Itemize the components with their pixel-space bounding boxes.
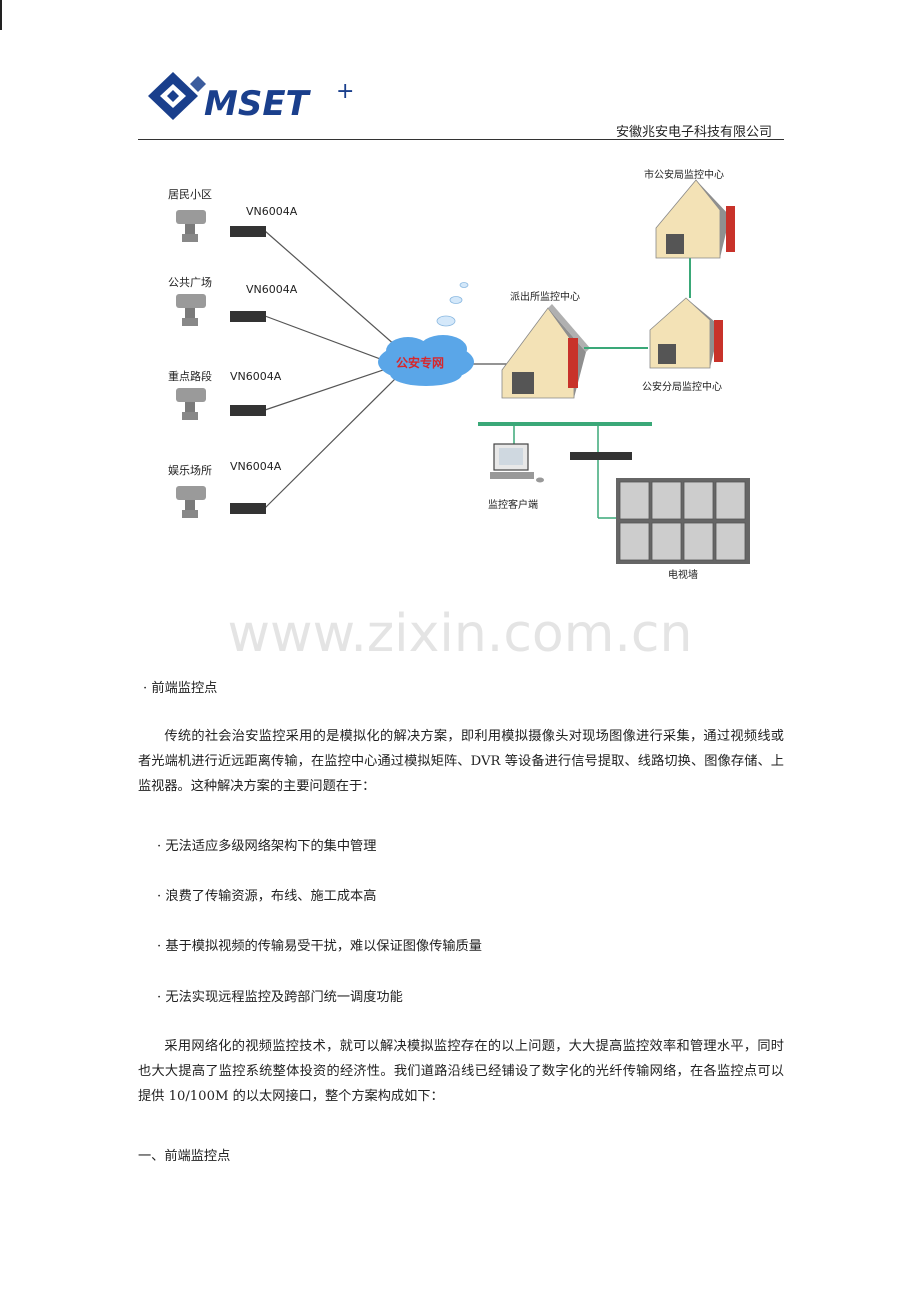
site-public-square: 公共广场 VN6004A [168, 275, 298, 326]
branch-bureau-center-label: 公安分局监控中心 [642, 380, 722, 393]
link-line [264, 369, 384, 411]
city-bureau-house-icon [655, 179, 735, 259]
device-label: VN6004A [230, 460, 282, 473]
site-label: 娱乐场所 [168, 463, 212, 477]
cloud-icon [378, 335, 474, 386]
section-bullet: · 前端监控点 [143, 681, 218, 696]
heading-front-end: 一、前端监控点 [138, 1149, 231, 1164]
mset-logo: MSET + [148, 72, 354, 124]
problem-item: · 基于模拟视频的传输易受干扰，难以保证图像传输质量 [157, 939, 482, 954]
paragraph-2: 采用网络化的视频监控技术，就可以解决模拟监控存在的以上问题，大大提高监控效率和管… [138, 1039, 784, 1104]
encoder-icon [230, 311, 266, 322]
network-diagram: 居民小区 VN6004A 公共广场 VN6004A 重点路段 VN6004A 娱… [138, 148, 784, 593]
camera-icon [176, 210, 206, 242]
site-label: 居民小区 [168, 188, 212, 201]
tv-wall-label: 电视墙 [668, 568, 698, 581]
diamond-logo-icon [148, 72, 206, 120]
computer-icon [490, 443, 544, 483]
bubble-icon [436, 282, 469, 327]
decoder-icon [570, 452, 632, 460]
branch-bureau-house-icon [649, 297, 723, 369]
logo-text: MSET [204, 84, 312, 124]
site-entertainment: 娱乐场所 VN6004A [168, 460, 282, 518]
problem-item: · 浪费了传输资源，布线、施工成本高 [157, 889, 377, 904]
site-label: 公共广场 [168, 275, 212, 289]
encoder-icon [230, 503, 266, 514]
police-station-house-icon [501, 304, 590, 399]
camera-icon [176, 294, 206, 326]
site-residential: 居民小区 VN6004A [168, 188, 298, 242]
page-corner-mark [0, 0, 2, 30]
city-bureau-center-label: 市公安局监控中心 [644, 168, 724, 181]
watermark: www.zixin.com.cn [227, 604, 693, 664]
encoder-icon [230, 405, 266, 416]
problem-item: · 无法适应多级网络架构下的集中管理 [157, 839, 377, 854]
encoder-icon [230, 226, 266, 237]
network-label: 公安专网 [396, 355, 444, 370]
link-line [264, 377, 397, 509]
camera-icon [176, 486, 206, 518]
camera-icon [176, 388, 206, 420]
client-label: 监控客户端 [488, 498, 538, 511]
company-name: 安徽兆安电子科技有限公司 [615, 125, 772, 140]
site-key-road: 重点路段 VN6004A [168, 369, 282, 420]
problem-item: · 无法实现远程监控及跨部门统一调度功能 [157, 990, 403, 1005]
paragraph-1: 传统的社会治安监控采用的是模拟化的解决方案，即利用模拟摄像头对现场图像进行采集，… [138, 729, 784, 794]
lan-bus [478, 422, 652, 426]
link-line [264, 315, 384, 361]
police-station-center-label: 派出所监控中心 [510, 290, 580, 303]
device-label: VN6004A [246, 283, 298, 296]
header-divider [138, 139, 784, 140]
device-label: VN6004A [230, 370, 282, 383]
link-line [264, 230, 397, 347]
logo-plus: + [336, 79, 354, 104]
device-label: VN6004A [246, 205, 298, 218]
tv-wall-icon [616, 478, 750, 564]
site-label: 重点路段 [168, 369, 212, 383]
